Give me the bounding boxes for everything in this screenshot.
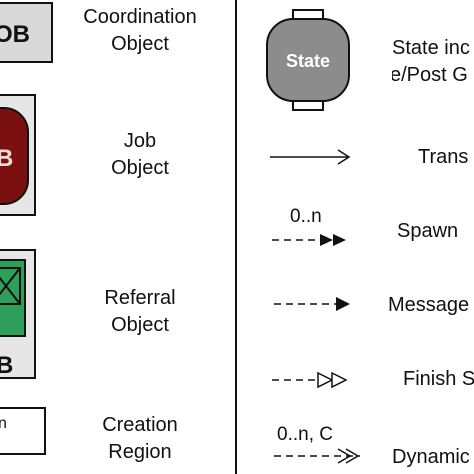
coordination-label-line2: Object (111, 33, 169, 55)
creation-label-line1: Creation (102, 414, 178, 436)
job-label-line2: Object (111, 157, 169, 179)
referral-object-label: Referral Object (70, 285, 210, 339)
referral-label-line1: Referral (104, 287, 176, 309)
referral-symbol-text: B (0, 352, 13, 379)
spawn-arrow-head-2 (333, 234, 346, 246)
coordination-label-line1: Coordination (83, 6, 197, 28)
dynamic-arrow-head-1 (345, 448, 360, 464)
coordination-object-symbol (0, 2, 53, 63)
state-symbol (266, 18, 350, 102)
job-object-label: Job Object (70, 128, 210, 182)
job-object-symbol (0, 107, 29, 205)
dynamic-multiplicity: 0..n, C (277, 424, 333, 445)
referral-cross-line-2 (0, 267, 21, 296)
message-label: Message (388, 294, 470, 316)
transition-label: Trans (418, 146, 469, 168)
creation-region-label: Creation Region (70, 412, 210, 466)
state-label-line2: Pre/Post G (392, 64, 468, 86)
state-symbol-text: State (286, 51, 330, 71)
dynamic-label: Dynamic (392, 446, 470, 468)
creation-region-symbol (0, 407, 46, 455)
coordination-symbol-text: OB (0, 21, 30, 48)
transition-arrow-head (337, 149, 351, 165)
creation-label-line2: Region (108, 441, 172, 463)
job-symbol-text: B (0, 145, 13, 172)
finish-arrow-head-2 (331, 371, 348, 389)
spawn-label: Spawn (397, 220, 459, 242)
referral-label-line2: Object (111, 314, 169, 336)
referral-object-symbol (0, 259, 26, 337)
creation-symbol-text: n (0, 415, 7, 432)
finish-arrow-head-1 (317, 371, 334, 389)
referral-cross-box-icon (0, 267, 21, 305)
coordination-object-label: Coordination Object (70, 4, 210, 58)
state-label: State inc Pre/Post G (392, 35, 474, 89)
state-label-line1: State inc (392, 37, 470, 59)
spawn-multiplicity: 0..n (290, 206, 322, 227)
finish-label: Finish S (403, 368, 474, 390)
dynamic-arrow-head-2 (337, 448, 352, 464)
message-arrow-head (336, 297, 350, 311)
job-label-line1: Job (123, 130, 157, 152)
spawn-arrow-head-1 (320, 234, 333, 246)
